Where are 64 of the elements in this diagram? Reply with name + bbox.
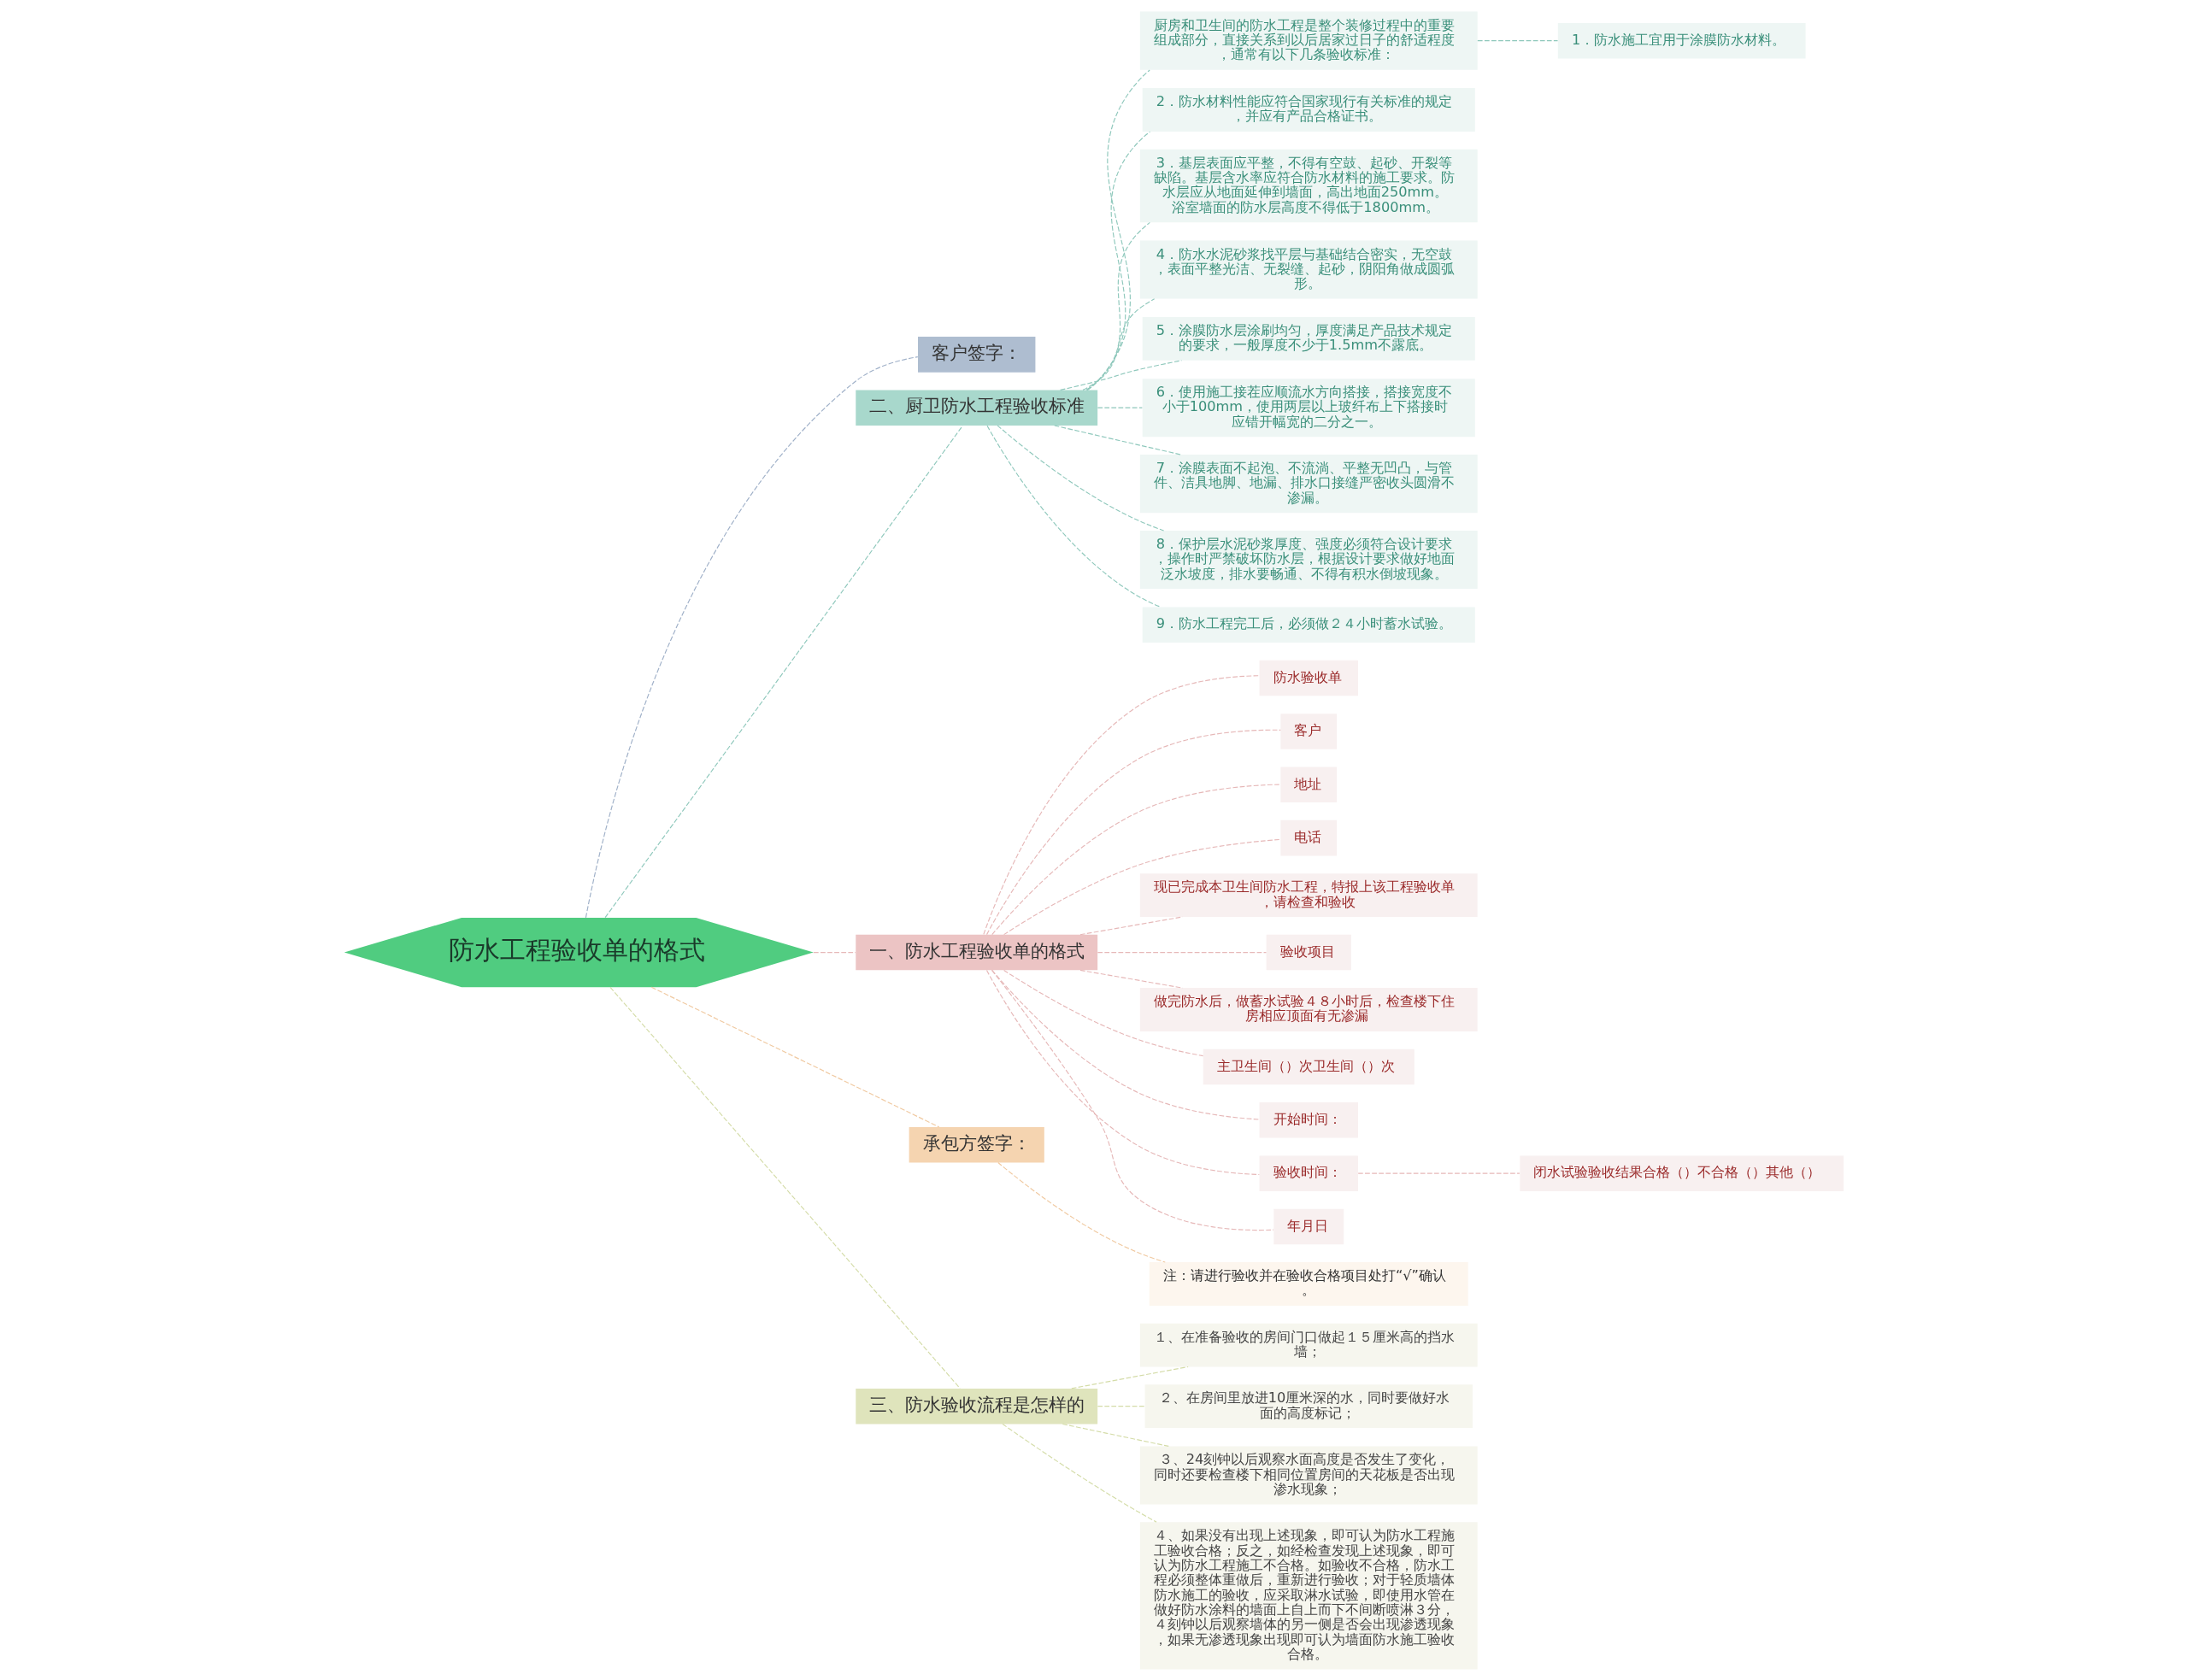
connector: [991, 783, 1281, 935]
connector: [991, 969, 1260, 1120]
node-box: 做完防水后，做蓄水试验４８小时后，检查楼下住房相应顶面有无渗漏: [1139, 987, 1478, 1031]
connector: [985, 969, 1260, 1175]
node-box: ３、24刻钟以后观察水面高度是否发生了变化，同时还要检查楼下相同位置房间的天花板是否出现渗水现象；: [1139, 1445, 1478, 1505]
connector: [1071, 1366, 1189, 1389]
node-box: １、在准备验收的房间门口做起１５厘米高的挡水墙；: [1139, 1323, 1478, 1366]
node-box: 验收时间：: [1259, 1154, 1358, 1191]
connector: [983, 674, 1260, 935]
node-box: 5．涂膜防水层涂刷均匀，厚度满足产品技术规定的要求，一般厚度不少于1.5mm不露底。: [1142, 316, 1475, 361]
node-box: 电话: [1280, 819, 1338, 855]
connector: [1062, 1423, 1169, 1447]
connector: [1079, 915, 1184, 935]
connector: [609, 986, 961, 1389]
connector: [1060, 359, 1182, 391]
connector: [1097, 1405, 1145, 1407]
node-box: 防水验收单: [1259, 660, 1358, 696]
node-box: 3．基层表面应平整，不得有空鼓、起砂、开裂等缺陷。基层含水率应符合防水材料的施工要求。防水层应从地面延伸到墙面，高出地面250mm。浴室墙面的防水层高度不得低于1800mm。: [1139, 149, 1478, 222]
node-box: 二、厨卫防水工程验收标准: [856, 389, 1098, 426]
connector: [1003, 969, 1204, 1056]
connector: [991, 969, 1274, 1231]
node-box: 6．使用施工接茬应顺流水方向搭接，搭接宽度不小于100mm，使用两层以上玻纤布上下搭接时应错开幅宽的二分之一。: [1142, 378, 1475, 437]
node-box: 三、防水验收流程是怎样的: [856, 1388, 1098, 1424]
connector: [1002, 1423, 1157, 1523]
node-box: 主卫生间（）次卫生间（）次: [1203, 1049, 1415, 1084]
node-box: 厨房和卫生间的防水工程是整个装修过程中的重要组成部分，直接关系到以后居家过日子的舒适程度，通常有以下几条验收标准：: [1139, 11, 1478, 70]
node-box: 闭水试验验收结果合格（）不合格（）其他（）: [1520, 1154, 1844, 1191]
connector: [1082, 297, 1156, 391]
connector: [1097, 951, 1268, 953]
connector: [1054, 424, 1181, 455]
connector: [985, 729, 1281, 935]
connector: [1086, 131, 1151, 391]
connector: [997, 425, 1165, 531]
node-box: 现已完成本卫生间防水工程，特报上该工程验收单，请检查和验收: [1139, 872, 1478, 917]
connector: [1097, 407, 1143, 408]
connector: [650, 986, 940, 1127]
node-box: 1．防水施工宜用于涂膜防水材料。: [1557, 22, 1806, 58]
connector: [1357, 1172, 1520, 1174]
node-box: 开始时间：: [1259, 1101, 1358, 1138]
node-box: 验收项目: [1266, 934, 1351, 970]
node-box: 4．防水水泥砂浆找平层与基础结合密实，无空鼓，表面平整光洁、无裂缝、起砂，阴阳角做成圆弧形。: [1139, 240, 1478, 299]
node-box: 9．防水工程完工后，必须做２４小时蓄水试验。: [1142, 606, 1475, 643]
node-box: ２、在房间里放进10厘米深的水，同时要做好水面的高度标记；: [1144, 1383, 1473, 1428]
node-box: 地址: [1280, 767, 1338, 802]
node-box: 客户签字：: [918, 336, 1036, 373]
connector: [1086, 68, 1150, 391]
connector: [585, 355, 919, 918]
connector: [997, 1161, 1166, 1263]
node-box: 年月日: [1273, 1208, 1344, 1244]
connector: [813, 951, 856, 953]
node-box: 7．涂膜表面不起泡、不流淌、平整无凹凸，与管件、洁具地脚、地漏、排水口接缝严密收头圆滑不渗漏。: [1139, 454, 1478, 513]
connector: [986, 425, 1162, 608]
connector: [604, 425, 963, 918]
node-box: 2．防水材料性能应符合国家现行有关标准的规定，并应有产品合格证书。: [1142, 87, 1475, 132]
connector: [1085, 221, 1150, 391]
connector: [1079, 969, 1184, 989]
connector: [1003, 838, 1281, 935]
node-box: 客户: [1280, 713, 1338, 749]
connector: [1477, 39, 1559, 41]
node-box: 承包方签字：: [909, 1126, 1044, 1162]
node-box: 8．保护层水泥砂浆厚度、强度必须符合设计要求，操作时严禁破坏防水层，根据设计要求做好地面泛水坡度，排水要畅通、不得有积水倒坡现象。: [1139, 530, 1478, 589]
node-box: ４、如果没有出现上述现象，即可认为防水工程施工验收合格；反之，如经检查发现上述现象，即可认为防水工程施工不合格。如验收不合格，防水工程必须整体重做后，重新进行验收；对于轻质墙体防水施工的验收，应采取淋水试验，即使用水管在做好防水涂料的墙面上自上而下不间断喷淋３分，４刻钟以后观察墙体的另一侧是否会出现渗透现象，如果无渗透现象出现即可认为墙面防水施工验收合格。: [1139, 1521, 1478, 1669]
node-box: 注：请进行验收并在验收合格项目处打“√”确认。: [1149, 1261, 1468, 1306]
node-box: 一、防水工程验收单的格式: [856, 934, 1098, 970]
